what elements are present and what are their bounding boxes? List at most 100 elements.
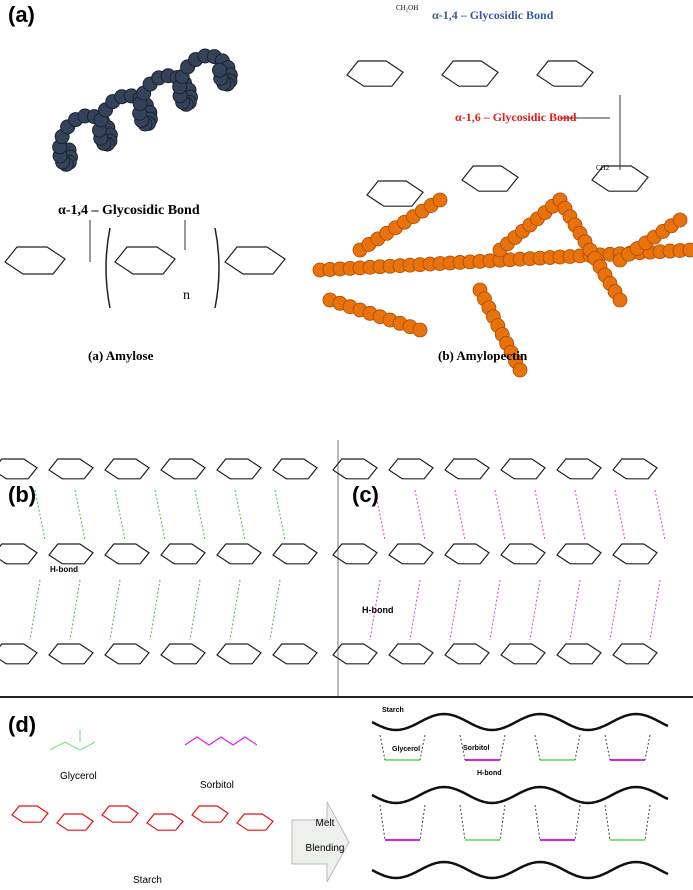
starch-chain (371, 712, 669, 732)
hbond-line (74, 489, 86, 541)
hbond-line (609, 579, 621, 641)
amylopectin-bead (412, 322, 428, 338)
sorbitol-structure (184, 736, 258, 746)
glucose-ring (272, 543, 318, 565)
hbond-line (534, 804, 581, 841)
hbond-line (414, 489, 426, 541)
amylopectin-bead (512, 362, 528, 378)
scheme-hbond-label: H-bond (477, 770, 502, 777)
amylopectin-bead (432, 192, 448, 208)
glucose-ring (48, 458, 94, 480)
glucose-ring (612, 643, 658, 665)
panel-b-hbond-label: H-bond (50, 565, 78, 574)
hbond-line (654, 489, 666, 541)
amylopectin-bond16-label: α-1,6 – Glycosidic Bond (455, 110, 577, 124)
panel-c-hbond-label: H-bond (362, 605, 394, 615)
amylopectin-bead (612, 292, 628, 308)
glucose-ring (0, 543, 38, 565)
glucose-ring (556, 458, 602, 480)
starch-chain (371, 785, 669, 805)
amylopectin-glucose-ring (366, 180, 424, 207)
glucose-ring (160, 643, 206, 665)
glucose-ring (500, 543, 546, 565)
amylopectin-glucose-ring (536, 60, 594, 87)
glycerol-label: Glycerol (60, 771, 97, 782)
glucose-ring (104, 458, 150, 480)
glucose-ring (500, 458, 546, 480)
amylopectin-bead (682, 242, 693, 258)
hbond-line (149, 579, 161, 641)
glucose-ring (500, 643, 546, 665)
hbond-line (489, 579, 501, 641)
glucose-ring (216, 458, 262, 480)
starch-ring (11, 805, 49, 823)
glucose-ring (332, 458, 378, 480)
hbond-line (459, 804, 506, 841)
hbond-line (409, 579, 421, 641)
hbond-line (574, 489, 586, 541)
glucose-ring (332, 643, 378, 665)
amylopectin-glucose-ring (591, 165, 649, 192)
hbond-line (604, 804, 651, 841)
sorbitol-label: Sorbitol (200, 780, 234, 791)
amylopectin-glucose-ring (346, 60, 404, 87)
hbond-line (154, 489, 166, 541)
hbond-line (374, 489, 386, 541)
glucose-ring (216, 643, 262, 665)
repeat-unit-n: n (183, 288, 190, 303)
amylopectin-glucose-ring (461, 165, 519, 192)
alpha16-link (560, 95, 621, 170)
starch-ring (101, 805, 139, 823)
hbond-line (29, 579, 41, 641)
amylopectin-bond14-label: α-1,4 – Glycosidic Bond (432, 8, 554, 22)
hbond-line (494, 489, 506, 541)
panel-b-label: (b) (8, 482, 37, 507)
ch2oh-label: CH₂OH (396, 4, 419, 12)
amylose-bond-label: α-1,4 – Glycosidic Bond (58, 203, 200, 218)
glucose-ring (104, 543, 150, 565)
glucose-ring (104, 643, 150, 665)
glucose-ring (48, 543, 94, 565)
hbond-line (459, 734, 506, 761)
scheme-starch-label: Starch (382, 707, 404, 714)
panel-d-label: (d) (8, 712, 37, 737)
amylose-glucose-ring (224, 246, 286, 275)
glucose-ring (0, 458, 38, 480)
starch-chain (371, 860, 669, 880)
hbond-line (194, 489, 206, 541)
hbond-line (34, 489, 46, 541)
amylopectin-caption: (b) Amylopectin (438, 348, 528, 363)
starch-label: Starch (133, 875, 162, 886)
hbond-line (379, 734, 426, 761)
panel-a-label: (a) (8, 2, 35, 27)
scheme-glycerol-label: Glycerol (392, 746, 421, 753)
hbond-line (534, 489, 546, 541)
amylose-glucose-ring (4, 246, 66, 275)
glucose-ring (556, 543, 602, 565)
glucose-ring (388, 643, 434, 665)
scheme-sorbitol-label: Sorbitol (463, 745, 490, 752)
glucose-ring (160, 458, 206, 480)
glucose-ring (332, 543, 378, 565)
ch2-label: CH2 (596, 164, 610, 172)
starch-ring (191, 805, 229, 823)
hbond-line (454, 489, 466, 541)
hbond-line (274, 489, 286, 541)
amylose-glucose-ring (114, 246, 176, 275)
blending-label: Blending (305, 843, 345, 854)
glucose-ring (48, 643, 94, 665)
hbond-line (379, 804, 426, 841)
glucose-ring (388, 543, 434, 565)
glucose-ring (556, 643, 602, 665)
hbond-line (449, 579, 461, 641)
amylopectin-glucose-ring (441, 60, 499, 87)
glucose-ring (444, 458, 490, 480)
hbond-line (69, 579, 81, 641)
melt-label: Melt (315, 818, 335, 829)
glucose-ring (216, 543, 262, 565)
panel-c-label: (c) (352, 482, 379, 507)
starch-ring (236, 813, 274, 831)
hbond-line (109, 579, 121, 641)
